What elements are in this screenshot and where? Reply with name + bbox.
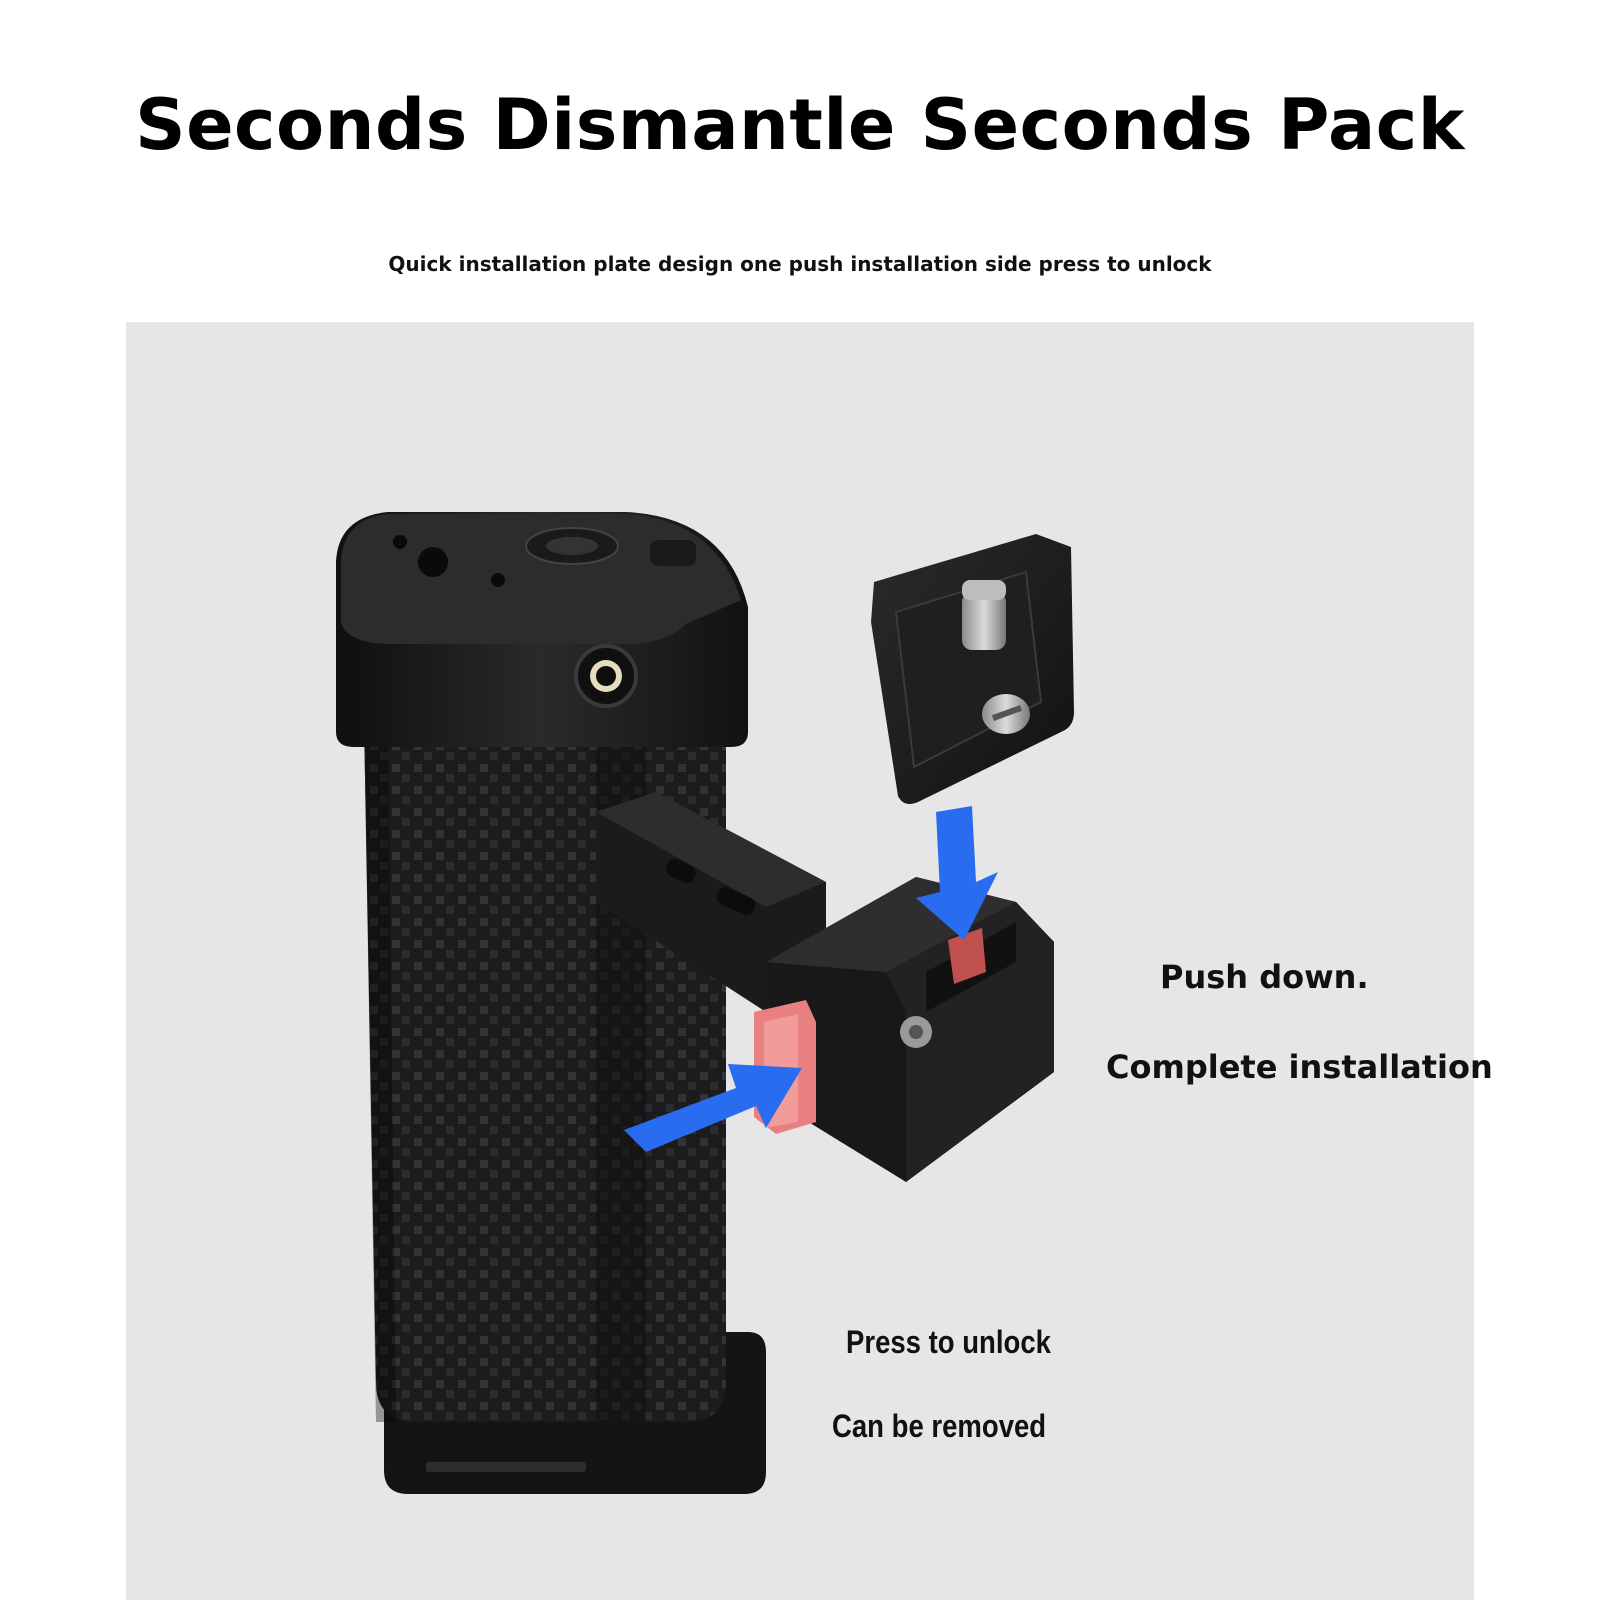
callout-complete-installation: Complete installation bbox=[1106, 1048, 1493, 1086]
mounting-arm bbox=[596, 792, 826, 1012]
product-photo-panel bbox=[126, 322, 1474, 1600]
grip-top-cap bbox=[336, 512, 748, 747]
press-unlock-arrow bbox=[624, 1064, 802, 1152]
handle-grip-illustration bbox=[336, 512, 1074, 1494]
quick-release-plate bbox=[871, 534, 1074, 804]
push-down-arrow bbox=[916, 806, 998, 940]
callout-push-down: Push down. bbox=[1160, 958, 1369, 996]
callout-press-to-unlock: Press to unlock bbox=[846, 1324, 1051, 1360]
page-title: Seconds Dismantle Seconds Pack bbox=[135, 84, 1465, 166]
callout-can-be-removed: Can be removed bbox=[832, 1408, 1047, 1444]
page-subtitle: Quick installation plate design one push… bbox=[388, 252, 1212, 276]
